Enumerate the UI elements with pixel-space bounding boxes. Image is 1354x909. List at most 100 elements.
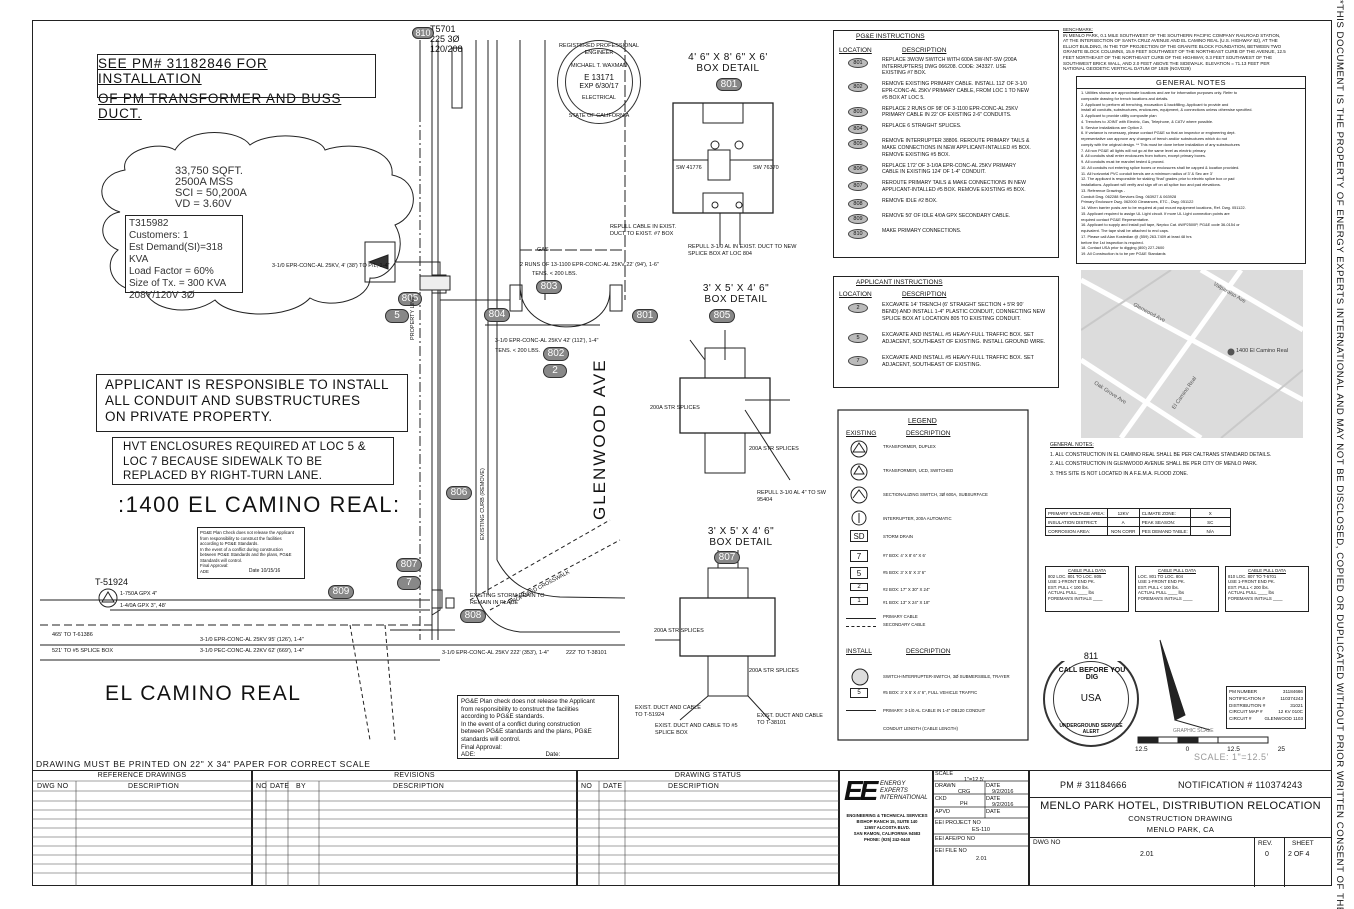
location-badge-804: 804 [484,308,510,322]
pge-instructions-panel: PG&E INSTRUCTIONS LOCATION DESCRIPTION 8… [833,30,1059,258]
sw-right-label: SW 76370 [753,165,779,171]
voltage-cell: PRIMARY VOLTAGE AREA: [1045,508,1108,518]
address-line: SAN RAMON, CALIFORNIA 94583 [853,831,921,836]
box-detail-801-title: 4' 6" X 8' 6" X 6' BOX DETAIL [674,52,782,74]
rev-value: 0 [1265,851,1269,858]
logo-inner-ring [1053,661,1129,737]
conductor-label: 222' TO T-38101 [566,650,607,656]
benchmark-line: NATIONAL GEODETIC VERTICAL DATUM OF 1929… [1063,66,1191,72]
tx-line: 208Y/120V 3Ø [129,290,195,301]
voltage-cell: SC [1189,517,1231,527]
applicant-col-description: DESCRIPTION [902,291,947,298]
location-badge-810: 810 [412,27,434,39]
general-note-line: 1. ALL CONSTRUCTION IN EL CAMINO REAL SH… [1050,451,1272,458]
stamp-inner-ring [565,48,633,116]
pm-summary-row: NOTIFICATION #110374243 [1229,696,1303,703]
pm-summary-key: DISTRIBUTION # [1229,702,1266,708]
box-detail-size: 4' 6" X 8' 6" X 6' [688,52,768,63]
instruction-text: APPLICANT-INTALLED #5 BOX. REMOVE EXISTI… [882,186,1026,193]
cable-pull-title: CABLE PULL DATA [1248,568,1286,573]
hvt-note-line: LOC 7 BECAUSE SIDEWALK TO BE [123,455,323,468]
t51924-label: T-51924 [95,577,129,587]
instruction-text: EXCAVATE AND INSTALL #5 HEAVY-FULL TRAFF… [882,355,1034,361]
pm-summary-key: CIRCUIT MAP # [1229,709,1263,715]
general-note-line: 7. All non PG&E all lights will not go a… [1081,147,1207,153]
tx-line: T315982 [129,218,169,229]
voltage-cell: NON CORR [1106,526,1140,536]
instruction-text: REPLACE 3W/3W SWITCH WITH 600A SW-INT-SW… [882,57,1017,63]
tx-line: Size of Tx. = 300 KVA [129,278,227,289]
afe-no-label: EEI AFE/PO NO [935,836,976,842]
pm-number: PM # 31184666 [1060,780,1127,790]
pge-instructions-title: PG&E INSTRUCTIONS [856,33,925,40]
plan-check-line: Final Approval: [200,563,229,568]
box-detail-807-title: 3' X 5' X 4' 6" BOX DETAIL [700,526,782,548]
file-no-label: EEI FILE NO [935,848,967,854]
instruction-text: ADJACENT, SOUTHEAST OF EXISTING. INSTALL… [882,339,1046,345]
t5701-line: 225 3Ø [430,34,460,44]
instruction-text: REPLACE 2 RUNS OF 98' OF 3-1100 EPR-CONC… [882,105,1019,112]
legend-title: LEGEND [908,418,937,425]
see-pm-line2: OF PM TRANSFORMER AND BUSS DUCT. [98,91,342,121]
pge-col-location: LOCATION [839,47,872,54]
title-divider [1284,837,1285,887]
general-note-line: 13. Reference Drawings - [1081,187,1126,193]
legend-box-symbol: 2 [850,583,868,591]
general-note-line: 1. Utilities shown are approximate locat… [1081,90,1238,95]
ade-label: ADE: [461,751,476,759]
instruction-text: REMOVE EXISTING PRIMARY CABLE. INSTALL 1… [882,81,1027,88]
general-note-line: representative can approve any changes o… [1081,136,1227,141]
exist-duct-label: EXIST. DUCT AND CABLE TO T-38101 [757,713,823,726]
repull-label: REPULL 3-1/0 AL IN EXIST. DUCT TO NEW SP… [688,244,797,257]
general-note-line: 3. THIS SITE IS NOT LOCATED IN A F.E.M.A… [1050,470,1189,477]
address-line: 12657 ALCOSTA BLVD. [864,825,910,830]
pm-summary-key: PM NUMBER [1229,689,1258,694]
location-badge: 807 [848,181,868,192]
stamp-text: E 13171 [584,73,614,82]
street-glenwood-ave: GLENWOOD AVE [590,358,609,520]
company-name: ENERGY EXPERTS INTERNATIONAL [880,781,928,802]
status-description-header: DESCRIPTION [668,783,720,790]
legend-existing: EXISTING [846,430,877,437]
ckd-date: 9/2/2016 [992,802,1014,808]
conductor-label: 2 RUNS OF 13-1100 EPR-CONC-AL 25KV 22' (… [520,262,659,268]
cable-pull-line: EST. PULL < 100 lbs. [1138,584,1179,590]
conductor-label: 3-1/0 EPR-CONC-AL 25KV 95' (126'), 1-4" [200,637,304,643]
pge-col-description: DESCRIPTION [902,47,947,54]
conductor-label: 1-750A GPX 4" [120,591,158,597]
conductor-label: 1-4/0A GPX 3", 48' [120,603,166,609]
voltage-cell: CORROSION AREA: [1045,526,1108,536]
stamp-text: EXP 6/30/17 [579,83,619,90]
cable-pull-line: ACTUAL PULL ____ lbs [1048,590,1095,596]
company-name-line: INTERNATIONAL [880,795,928,801]
pm-summary-key: NOTIFICATION # [1229,695,1265,701]
address-line: BISHOP RANCH 15, SUITE 140 [856,819,918,824]
address-line: PHONE: (925) 242-0440 [863,837,911,842]
legend-panel: LEGEND EXISTING DESCRIPTION TRANSFORMER,… [838,410,1028,740]
project-title-block: PM # 31184666 NOTIFICATION # 110374243 M… [1029,770,1332,887]
instruction-text: REROUTE PRIMARY TAILS & MAKE CONNECTIONS… [882,180,1026,187]
pm-summary-row: CIRCUIT MAP # 12 KV 010C [1229,709,1303,716]
general-note-line: 9. All conduits must be mandrel tested &… [1081,159,1165,164]
ckd-by: PH [960,801,968,807]
instruction-text: REMOVE EXISTING #5 BOX. [882,151,950,158]
pm-summary-value: 12 KV 010C [1278,709,1303,715]
instruction-text: REMOVE INTERRUPTER 38806. REROUTE PRIMAR… [882,138,1030,145]
conductor-label: 521' TO #5 SPLICE BOX [52,648,114,654]
cable-pull-title: CABLE PULL DATA [1068,568,1106,573]
scale-tick: 12.5 [1135,746,1148,753]
conductor-label: 3-1/0 PEC-CONC-AL 22KV 62' (669'), 1-4" [200,648,304,654]
status-date-header: DATE [603,783,623,790]
tx-line: Est Demand(SI)=318 KVA [129,242,223,265]
ade-label: ADE [200,568,209,574]
rev-no-header: NO [256,783,268,790]
general-note-line: 5. Service installations are Option 2. [1081,124,1144,130]
plan-check-line: In the event of a conflict during constr… [461,720,581,728]
engineer-stamp: REGISTERED PROFESSIONAL ENGINEER MICHAEL… [557,40,641,124]
location-badge: 801 [848,58,868,68]
site-address: :1400 EL CAMINO REAL: [118,492,401,517]
scale-tick: 25 [1277,746,1285,753]
